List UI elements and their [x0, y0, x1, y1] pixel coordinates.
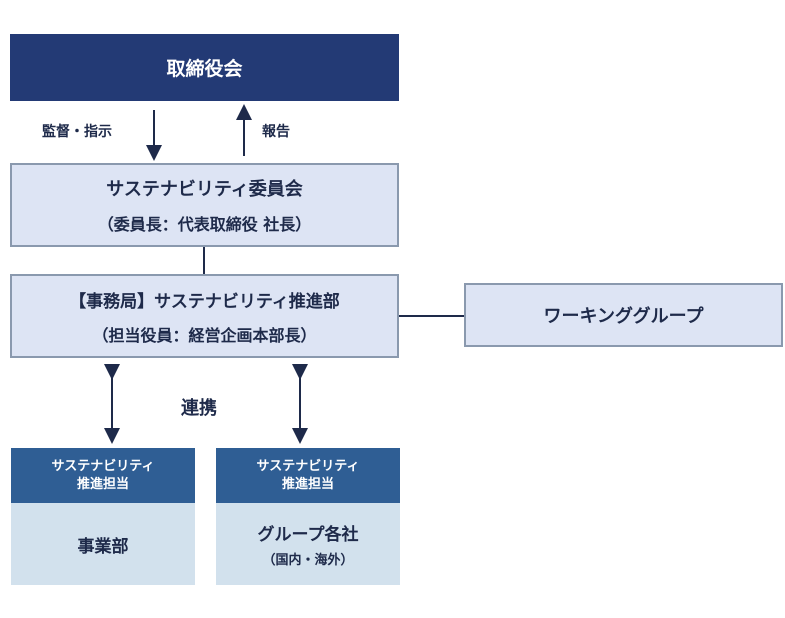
report-label: 報告	[262, 124, 290, 140]
unit-head-business: サステナビリティ 推進担当	[11, 448, 195, 503]
committee-title: サステナビリティ委員会	[106, 179, 303, 200]
unit-head-group: サステナビリティ 推進担当	[216, 448, 400, 503]
unit-body-group: グループ各社 （国内・海外）	[216, 503, 400, 585]
unit-head-line1: サステナビリティ	[51, 458, 155, 474]
collaboration-label: 連携	[181, 398, 217, 419]
unit-name: グループ各社	[257, 525, 359, 545]
committee-chair: （委員長：代表取締役 社長）	[97, 215, 312, 234]
unit-body-business: 事業部	[11, 503, 195, 585]
unit-head-line2: 推進担当	[76, 476, 129, 492]
working-group-box: ワーキンググループ	[464, 283, 783, 347]
board-of-directors-box: 取締役会	[10, 34, 399, 101]
unit-head-line2: 推進担当	[281, 476, 334, 492]
secretariat-box: 【事務局】サステナビリティ推進部 （担当役員：経営企画本部長）	[10, 274, 399, 358]
working-group-label: ワーキンググループ	[543, 306, 704, 327]
board-label: 取締役会	[166, 58, 243, 80]
oversight-label: 監督・指示	[42, 124, 112, 140]
secretariat-title: 【事務局】サステナビリティ推進部	[69, 291, 340, 312]
unit-head-line1: サステナビリティ	[256, 458, 360, 474]
unit-name: 事業部	[77, 536, 129, 557]
sustainability-committee-box: サステナビリティ委員会 （委員長：代表取締役 社長）	[10, 163, 399, 247]
secretariat-officer: （担当役員：経営企画本部長）	[92, 325, 317, 345]
unit-sub: （国内・海外）	[262, 553, 354, 568]
